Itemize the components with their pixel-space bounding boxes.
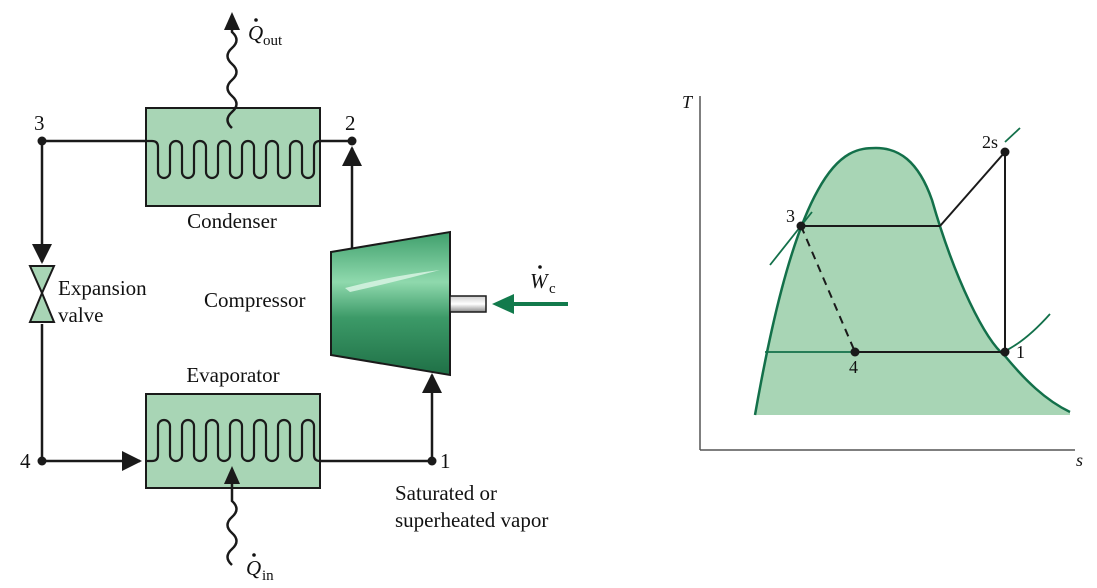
ts-point-1-label: 1	[1016, 342, 1025, 362]
isobar-high-left	[769, 211, 813, 266]
ts-point-2s	[1000, 147, 1010, 157]
piping	[32, 139, 442, 471]
process-line-throttling	[800, 225, 856, 353]
expansion-valve: Expansion valve	[28, 265, 147, 327]
isobar-high-right	[1004, 127, 1021, 143]
expansion-valve-label-line1: Expansion	[58, 276, 147, 300]
t-axis-label: T	[682, 92, 694, 112]
compressor-highlight	[345, 270, 440, 292]
compressor: Compressor	[204, 230, 487, 377]
state-2-label: 2	[345, 111, 356, 135]
state-1-label: 1	[440, 449, 451, 473]
condenser: Condenser	[145, 107, 321, 233]
compressor-label: Compressor	[204, 288, 306, 312]
condenser-box	[145, 107, 321, 207]
state-3-label: 3	[34, 111, 45, 135]
condenser-coil	[146, 139, 321, 180]
evaporator-label: Evaporator	[186, 363, 279, 387]
expansion-valve-label-line2: valve	[58, 303, 103, 327]
q-in-label: Q in	[246, 553, 274, 584]
s-axis-label: s	[1076, 450, 1083, 470]
svg-text:Q: Q	[246, 556, 261, 580]
valve-top-triangle	[28, 265, 56, 296]
ts-point-1	[1000, 347, 1010, 357]
compressor-body	[330, 230, 451, 377]
svg-text:out: out	[263, 33, 283, 49]
state-1-note-line1: Saturated or	[395, 481, 497, 505]
saturation-dome	[755, 148, 1070, 415]
w-c-dot	[538, 265, 542, 269]
cycle-schematic: Condenser Q out Evaporator Q in	[20, 12, 568, 584]
condenser-label: Condenser	[187, 209, 277, 233]
state-4-dot	[37, 456, 47, 466]
q-in-dot	[252, 553, 256, 557]
state-4-label: 4	[20, 449, 31, 473]
state-1-dot	[427, 456, 437, 466]
svg-text:c: c	[549, 281, 556, 297]
svg-text:W: W	[530, 269, 550, 293]
ts-point-4-label: 4	[849, 357, 858, 377]
process-line-desuperheat	[939, 151, 1006, 227]
ts-diagram: T s 3 4 1 2s	[682, 92, 1083, 470]
svg-text:in: in	[262, 568, 274, 584]
q-out-arrow: Q out	[224, 12, 283, 129]
w-c-arrow: W c	[492, 265, 568, 314]
compressor-shaft	[449, 295, 487, 313]
ts-point-3-label: 3	[786, 206, 795, 226]
svg-text:Q: Q	[248, 21, 263, 45]
ts-point-4	[850, 347, 860, 357]
ts-point-2s-label: 2s	[982, 132, 998, 152]
w-c-label: W c	[530, 265, 556, 297]
q-out-label: Q out	[248, 18, 283, 49]
q-out-dot	[254, 18, 258, 22]
evaporator-coil	[146, 418, 321, 463]
ts-point-3	[796, 221, 806, 231]
state-2-dot	[347, 136, 357, 146]
isobar-low-superheat	[1002, 313, 1051, 353]
state-3-dot	[37, 136, 47, 146]
valve-bottom-triangle	[28, 290, 56, 323]
q-in-arrow: Q in	[224, 466, 274, 584]
state-points: 3 2 4 1	[20, 111, 451, 473]
ts-cycle-lines	[800, 151, 1006, 353]
state-1-note-line2: superheated vapor	[395, 508, 548, 532]
